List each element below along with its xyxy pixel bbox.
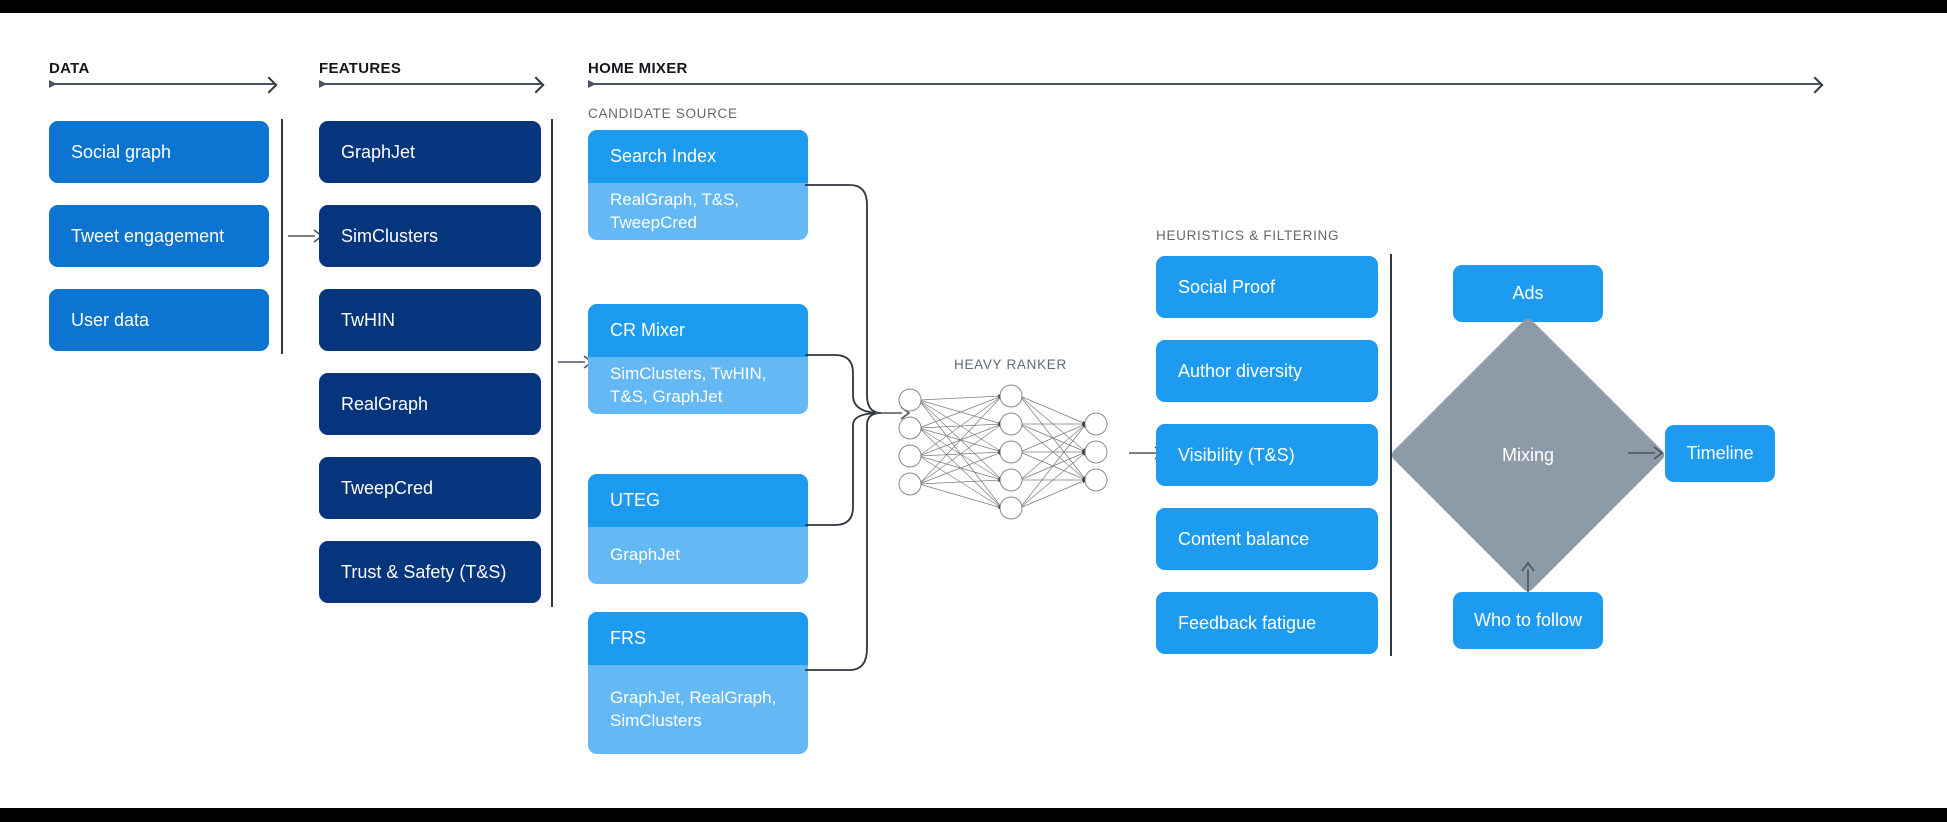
heuristic-box-author-diversity[interactable]: Author diversity — [1156, 340, 1378, 402]
candidate-source-features: RealGraph, T&S, TweepCred — [588, 183, 808, 240]
heuristic-box-social-proof[interactable]: Social Proof — [1156, 256, 1378, 318]
feature-box-label: RealGraph — [341, 393, 429, 414]
heuristic-box-content-balance[interactable]: Content balance — [1156, 508, 1378, 570]
section-rule-home-mixer — [588, 80, 1820, 88]
data-box-user-data[interactable]: User data — [49, 289, 269, 351]
data-box-label: User data — [71, 309, 150, 330]
feature-box-label: Trust & Safety (T&S) — [341, 561, 507, 582]
section-rule-features — [319, 80, 541, 88]
divider-features-home-mixer — [551, 119, 553, 607]
data-box-tweet-engagement[interactable]: Tweet engagement — [49, 205, 269, 267]
mixing-label: Mixing — [1501, 444, 1554, 465]
feature-box-label: GraphJet — [341, 141, 416, 162]
section-rule-data — [49, 80, 274, 88]
feature-box-label: SimClusters — [341, 225, 439, 246]
mixing-input-label: Ads — [1512, 283, 1544, 303]
data-box-social-graph[interactable]: Social graph — [49, 121, 269, 183]
heuristics-label: HEURISTICS & FILTERING — [1156, 228, 1340, 243]
feature-box-simclusters[interactable]: SimClusters — [319, 205, 541, 267]
heavy-ranker-label: HEAVY RANKER — [954, 357, 1067, 372]
candidate-source-card-cr-mixer[interactable]: CR Mixer SimClusters, TwHIN, T&S, GraphJ… — [588, 304, 808, 414]
top-black-bar — [0, 0, 1947, 13]
heuristic-box-label: Social Proof — [1178, 276, 1276, 297]
section-header-data: DATA — [49, 60, 90, 77]
feature-box-tweepcred[interactable]: TweepCred — [319, 457, 541, 519]
mixing-input-label: Who to follow — [1473, 610, 1583, 630]
output-box-label: Timeline — [1686, 443, 1754, 463]
mixing-input-ads[interactable]: Ads — [1453, 265, 1603, 322]
heuristic-box-label: Visibility (T&S) — [1178, 444, 1295, 465]
candidate-source-features: SimClusters, TwHIN, T&S, GraphJet — [588, 357, 808, 414]
candidate-source-card-uteg[interactable]: UTEG GraphJet — [588, 474, 808, 584]
heuristic-box-label: Feedback fatigue — [1178, 612, 1317, 633]
feature-box-graphjet[interactable]: GraphJet — [319, 121, 541, 183]
candidate-source-title: CR Mixer — [588, 304, 808, 357]
heuristic-box-feedback-fatigue[interactable]: Feedback fatigue — [1156, 592, 1378, 654]
feature-box-realgraph[interactable]: RealGraph — [319, 373, 541, 435]
mixing-input-who-to-follow[interactable]: Who to follow — [1453, 592, 1603, 649]
heuristic-box-label: Author diversity — [1178, 360, 1303, 381]
candidate-source-features: GraphJet, RealGraph, SimClusters — [588, 665, 808, 754]
feature-box-trust-safety[interactable]: Trust & Safety (T&S) — [319, 541, 541, 603]
data-box-label: Social graph — [71, 141, 172, 162]
section-header-features: FEATURES — [319, 60, 402, 77]
divider-data-features — [281, 119, 283, 354]
output-box-timeline[interactable]: Timeline — [1665, 425, 1775, 482]
candidate-source-features: GraphJet — [588, 527, 808, 584]
candidate-source-title: UTEG — [588, 474, 808, 527]
heuristic-box-label: Content balance — [1178, 528, 1310, 549]
feature-box-twhin[interactable]: TwHIN — [319, 289, 541, 351]
bottom-black-bar — [0, 808, 1947, 822]
feature-box-label: TweepCred — [341, 477, 434, 498]
section-header-home-mixer: HOME MIXER — [588, 60, 688, 77]
connector-candidate-sources-to-ranker — [805, 184, 882, 671]
candidate-source-title: Search Index — [588, 130, 808, 183]
candidate-source-label: CANDIDATE SOURCE — [588, 106, 738, 121]
arrow-mixing-to-timeline — [1628, 446, 1664, 460]
heuristic-box-visibility[interactable]: Visibility (T&S) — [1156, 424, 1378, 486]
heavy-ranker-neural-net-icon — [898, 384, 1108, 520]
candidate-source-card-frs[interactable]: FRS GraphJet, RealGraph, SimClusters — [588, 612, 808, 754]
candidate-source-title: FRS — [588, 612, 808, 665]
data-box-label: Tweet engagement — [71, 225, 225, 246]
mixing-diamond[interactable]: Mixing — [1389, 316, 1667, 594]
feature-box-label: TwHIN — [341, 309, 395, 330]
candidate-source-card-search-index[interactable]: Search Index RealGraph, T&S, TweepCred — [588, 130, 808, 240]
